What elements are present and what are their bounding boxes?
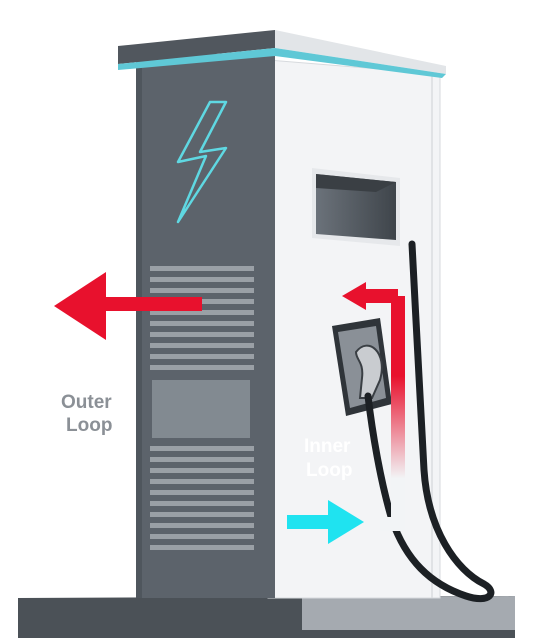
vent-slat (150, 545, 254, 550)
inner-loop-arrow-right (328, 500, 364, 544)
outer-loop-line1: Outer (61, 392, 112, 413)
inner-loop-label: Inner Loop (304, 436, 356, 481)
display-screen (312, 168, 400, 246)
charger-roof (118, 30, 446, 78)
charging-cable (364, 240, 495, 603)
center-label-block (152, 380, 250, 438)
outer-loop-label: Outer Loop (61, 392, 117, 436)
outer-loop-line2: Loop (66, 415, 112, 436)
vent-slat (150, 277, 254, 282)
ground-base (18, 596, 515, 638)
inner-loop-flow (280, 282, 405, 544)
vent-slat (150, 266, 254, 271)
lightning-bolt-icon (176, 100, 228, 224)
inner-loop-arrow-left (342, 282, 366, 310)
vent-slat (150, 288, 254, 293)
vent-slat (150, 534, 254, 539)
connector-holder (332, 318, 392, 416)
outer-loop-arrow-left (54, 272, 106, 340)
inner-loop-line2: Loop (306, 460, 352, 481)
inner-loop-line1: Inner (304, 436, 351, 457)
